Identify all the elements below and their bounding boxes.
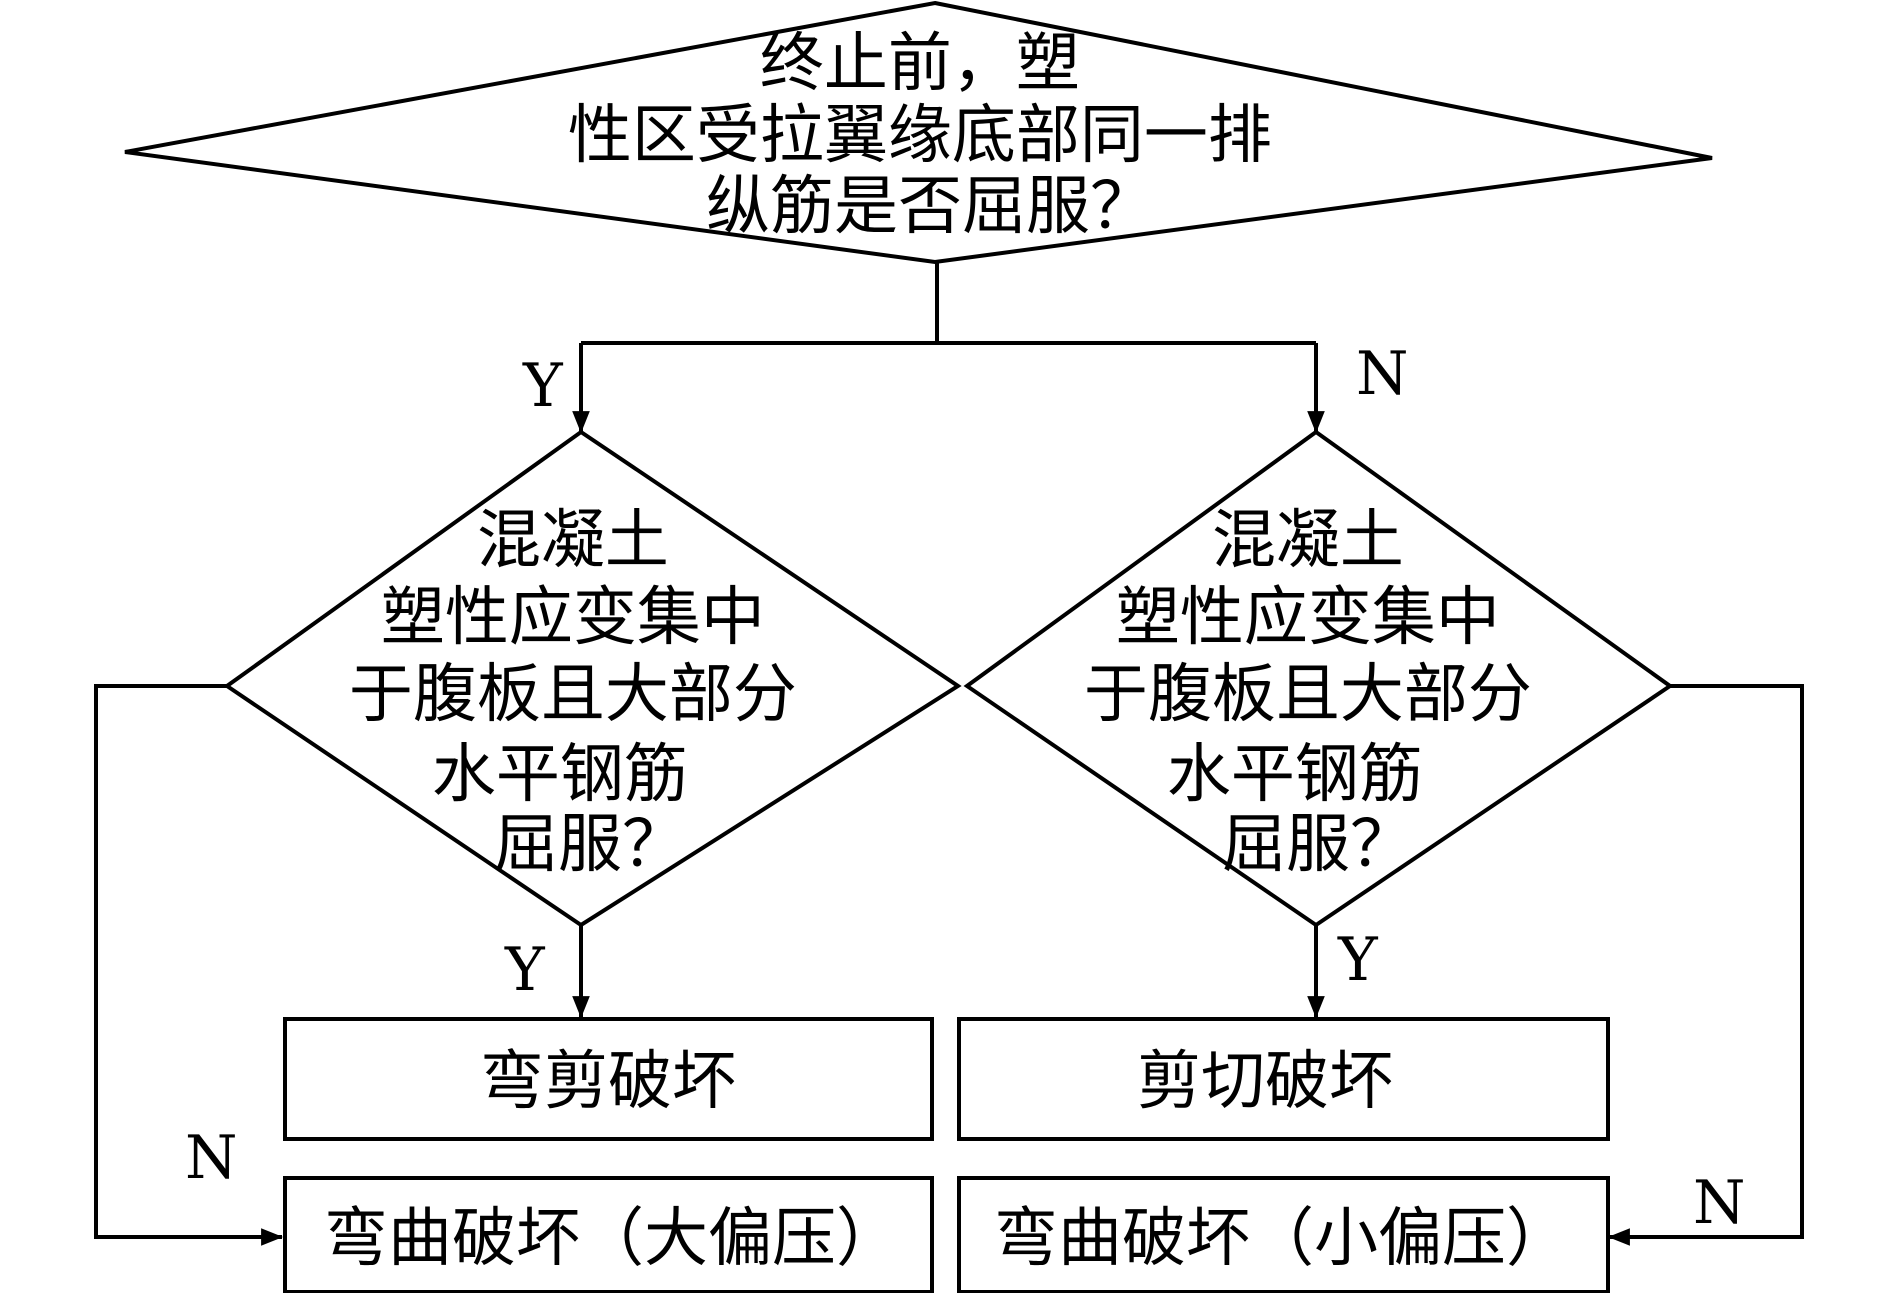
flexure-shear-label: 弯剪破坏 [480, 1045, 736, 1119]
top-decision-text: 终止前，塑 性区受拉翼缘底部同一排 纵筋是否屈服？ [568, 27, 1292, 244]
right-decision-line-5: 屈服？ [1222, 808, 1414, 882]
shear-label: 剪切破坏 [1137, 1045, 1393, 1119]
top-yes-label: Y [522, 351, 564, 421]
right-decision-line-1: 混凝土 [1212, 504, 1404, 578]
left-yes-label: Y [504, 935, 546, 1005]
right-no-label: N [1693, 1168, 1746, 1238]
top-decision-line-2: 性区受拉翼缘底部同一排 [568, 99, 1272, 173]
right-no-connector [1607, 684, 1804, 1246]
top-no-label: N [1356, 339, 1409, 409]
left-decision-line-2: 塑性应变集中 [381, 581, 765, 655]
left-decision-line-3: 于腹板且大部分 [349, 658, 797, 732]
right-yes-label: Y [1337, 925, 1379, 995]
right-decision-line-3: 于腹板且大部分 [1084, 658, 1532, 732]
left-decision-text: 混凝土 塑性应变集中 于腹板且大部分 水平钢筋 屈服？ [349, 504, 817, 882]
right-decision-text: 混凝土 塑性应变集中 于腹板且大部分 水平钢筋 屈服？ [1084, 504, 1552, 882]
left-decision-line-5: 屈服？ [494, 808, 686, 882]
flexure-small-eccentric-box [957, 1176, 1610, 1293]
flexure-large-eccentric-box [283, 1176, 934, 1293]
flexure-shear-box [283, 1017, 934, 1141]
left-decision-line-1: 混凝土 [477, 504, 669, 578]
left-decision-line-4: 水平钢筋 [432, 738, 688, 812]
left-no-label: N [185, 1123, 238, 1193]
left-no-connector [94, 684, 284, 1246]
right-decision-line-4: 水平钢筋 [1167, 738, 1423, 812]
right-decision-line-2: 塑性应变集中 [1116, 581, 1500, 655]
top-decision-line-3: 纵筋是否屈服？ [706, 170, 1154, 244]
flexure-large-eccentric-label: 弯曲破坏（大偏压） [324, 1202, 900, 1276]
flexure-small-eccentric-label: 弯曲破坏（小偏压） [994, 1202, 1570, 1276]
shear-box [957, 1017, 1610, 1141]
top-decision-line-1: 终止前，塑 [760, 27, 1080, 101]
